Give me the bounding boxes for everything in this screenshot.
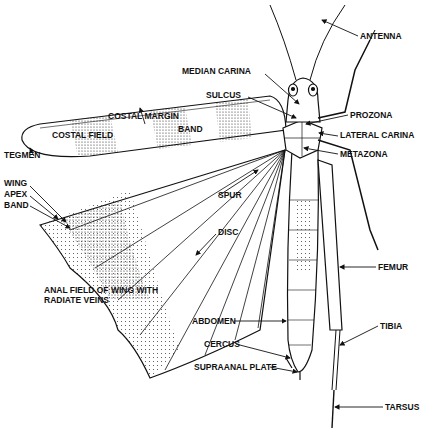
part-label: BAND — [4, 200, 29, 210]
part-label: APEX — [4, 189, 27, 199]
part-label: BAND — [178, 124, 203, 134]
part-label: COSTAL MARGIN — [108, 111, 179, 121]
part-label: SPUR — [218, 190, 242, 200]
part-label: SULCUS — [206, 90, 241, 100]
part-label: TIBIA — [380, 321, 402, 331]
part-label: DISC — [218, 227, 238, 237]
part-label: METAZONA — [340, 149, 388, 159]
part-label: MEDIAN CARINA — [182, 66, 251, 76]
part-label: PROZONA — [350, 110, 393, 120]
part-label: LATERAL CARINA — [340, 130, 414, 140]
part-label: SUPRAANAL PLATE — [194, 362, 277, 372]
part-label: ANAL FIELD OF WING WITH RADIATE VEINS — [44, 285, 194, 305]
part-label: CERCUS — [204, 339, 240, 349]
part-label: WING — [4, 178, 27, 188]
part-label: COSTAL FIELD — [52, 130, 113, 140]
part-label: ABDOMEN — [192, 316, 236, 326]
part-label: FEMUR — [378, 262, 408, 272]
part-label: TARSUS — [385, 402, 419, 412]
part-label: ANTENNA — [360, 31, 402, 41]
part-label: TEGMEN — [4, 150, 40, 160]
